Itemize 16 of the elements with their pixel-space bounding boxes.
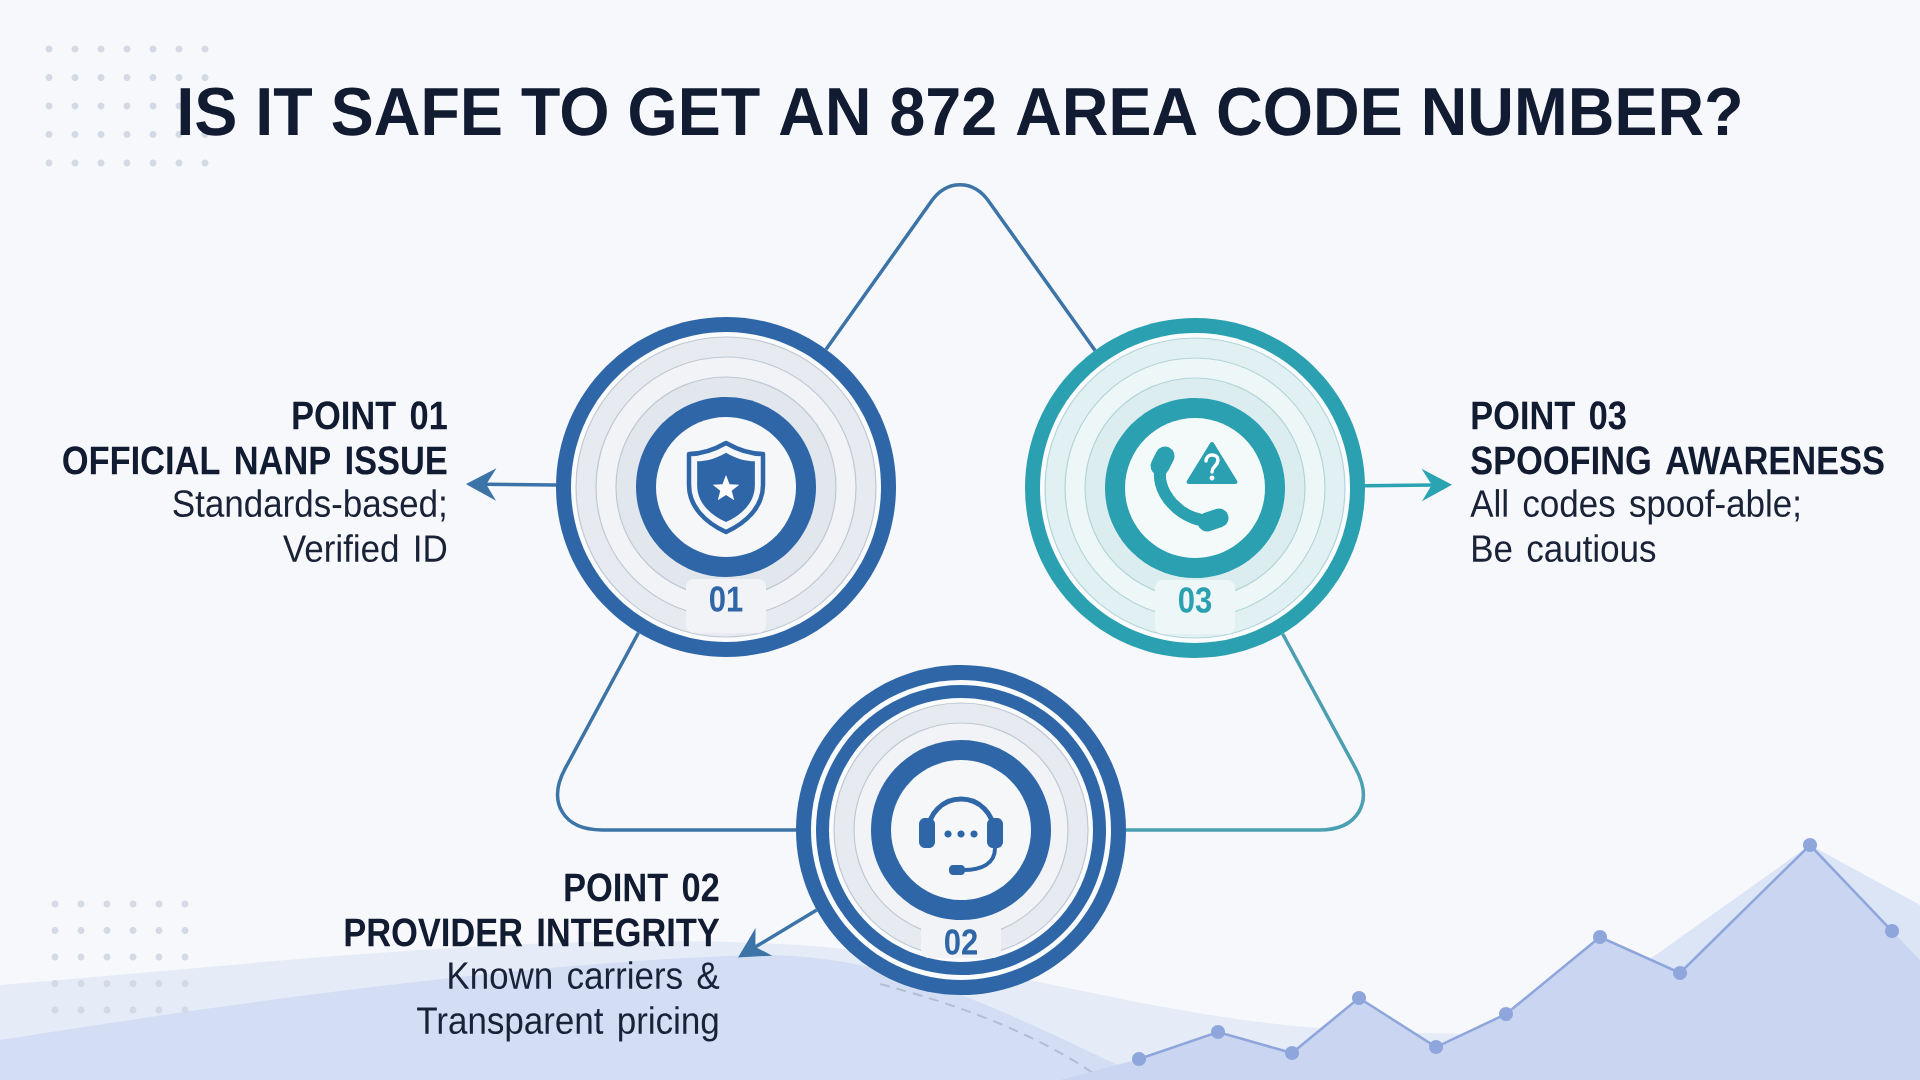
point-description: Standards-based; Verified ID: [173, 489, 447, 563]
point-description: All codes spoof-able; Be cautious: [1470, 489, 1799, 563]
title: IS IT SAFE TO GET AN 872 AREA CODE NUMBER?: [180, 87, 1740, 136]
point-heading: PROVIDER INTEGRITY: [345, 918, 720, 947]
numbered-ring: 01: [556, 317, 896, 657]
point-description: Known carriers & Transparent pricing: [417, 961, 720, 1042]
point-label: POINT 03: [1472, 401, 1626, 430]
point-heading: OFFICIAL NANP ISSUE: [63, 446, 447, 475]
connector-line: [1126, 632, 1365, 832]
numbered-ring: 02: [796, 665, 1126, 995]
point-label: POINT 01: [293, 401, 447, 430]
numbered-ring: 03: [1025, 318, 1365, 658]
point-heading: SPOOFING AWARENESS: [1471, 446, 1884, 475]
connector-line: [824, 183, 1097, 352]
connector-line: [556, 631, 796, 832]
point-label: POINT 02: [565, 873, 719, 902]
